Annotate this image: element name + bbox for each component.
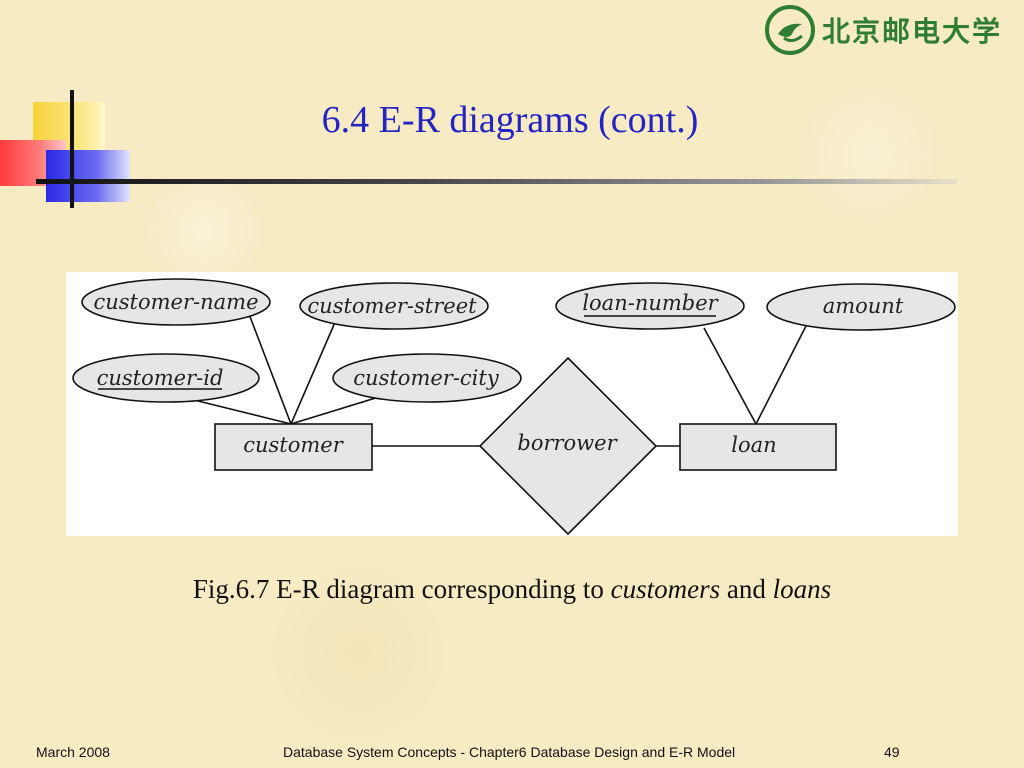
- blue-square: [46, 150, 130, 202]
- line-customer-street: [290, 319, 337, 425]
- caption-prefix: Fig.6.7 E-R diagram corresponding to: [192, 574, 611, 604]
- footer-course-title: Database System Concepts - Chapter6 Data…: [283, 744, 736, 760]
- attribute-amount: [766, 283, 956, 331]
- line-customer-id: [193, 399, 292, 425]
- entity-loan: [679, 423, 837, 471]
- er-diagram: customer-name customer-street customer-i…: [66, 272, 958, 536]
- attribute-customer-id-label: customer-id: [97, 366, 224, 390]
- university-emblem-icon: [765, 5, 815, 55]
- relationship-borrower: [478, 356, 658, 536]
- attribute-customer-street: [299, 282, 489, 330]
- slide-title: 6.4 E-R diagrams (cont.): [321, 99, 699, 141]
- attribute-customer-street-label: customer-street: [307, 294, 477, 318]
- attribute-customer-id: [72, 353, 260, 403]
- line-customer-name: [243, 300, 292, 425]
- entity-loan-label: loan: [731, 433, 776, 457]
- er-diagram-canvas: customer-name customer-street customer-i…: [72, 278, 956, 536]
- footer-page-number: 49: [884, 744, 900, 760]
- attribute-customer-name-label: customer-name: [93, 290, 258, 314]
- caption-term-loans: loans: [772, 574, 832, 604]
- title-underline: [36, 179, 958, 184]
- decorative-vertical-line: [70, 90, 74, 208]
- line-loan-number: [703, 327, 757, 425]
- attribute-loan-number-label: loan-number: [582, 291, 719, 315]
- entity-customer: [214, 423, 373, 471]
- line-customer-city: [290, 395, 383, 425]
- line-amount: [755, 325, 807, 425]
- footer-date: March 2008: [36, 744, 110, 760]
- attribute-customer-name: [81, 278, 271, 326]
- relationship-borrower-label: borrower: [517, 431, 618, 455]
- decorative-squares: [0, 90, 140, 210]
- caption-term-customers: customers: [610, 574, 721, 604]
- attribute-customer-city-label: customer-city: [353, 366, 500, 390]
- university-logo: 北京邮电大学: [764, 4, 1014, 56]
- figure-caption: Fig.6.7 E-R diagram corresponding to cus…: [60, 574, 964, 605]
- university-name: 北京邮电大学: [822, 15, 1003, 48]
- entity-customer-label: customer: [243, 433, 344, 457]
- attribute-loan-number: [555, 282, 745, 330]
- caption-joiner: and: [720, 574, 773, 604]
- attribute-amount-label: amount: [823, 294, 904, 318]
- attribute-customer-city: [332, 353, 522, 403]
